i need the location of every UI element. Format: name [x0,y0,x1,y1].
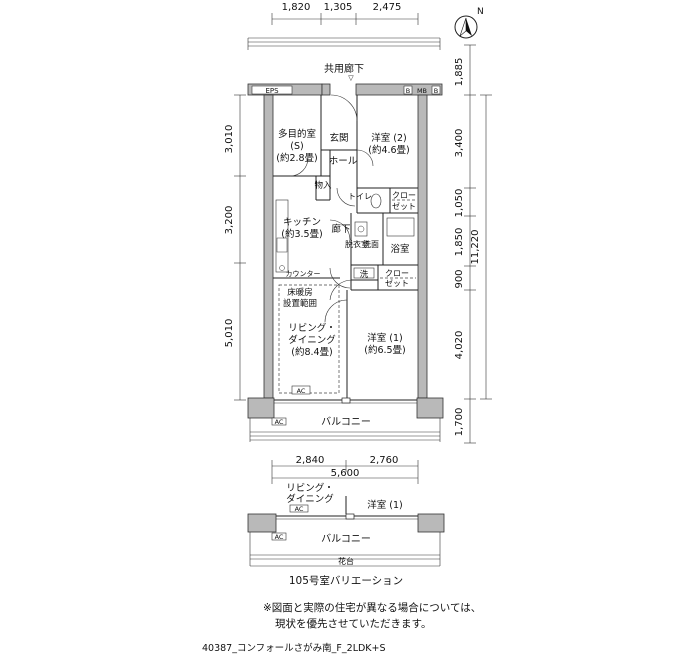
right-dimension-lines [464,44,492,444]
living-dining-label-1: リビング・ [288,322,336,334]
western-room-1-label: 洋室 (1) [367,332,402,344]
bathroom-label: 浴室 [390,243,409,255]
multipurpose-room-size: (約2.8畳) [276,152,318,164]
toilet-label: トイレ [348,192,372,201]
variation-living-label-1: リビング・ [286,482,334,494]
property-code: 40387_コンフォールさがみ南_F_2LDK+S [202,643,386,654]
closet-a-label-1: クロー [392,191,416,200]
balcony-area [249,417,441,442]
dim-right-3: 1,050 [454,189,465,218]
floor-heating-label-1: 床暖房 [287,287,313,298]
western-room-2-label: 洋室 (2) [371,132,406,144]
genkan-label: 玄関 [329,132,348,144]
eps-label: EPS [265,87,279,95]
door-swings [289,94,374,323]
closet-b-label-1: クロー [385,269,409,278]
north-compass-icon [454,15,478,39]
living-dining-size: (約8.4畳) [291,346,333,358]
washer-label: 洗 [360,269,369,280]
eps-box [251,85,293,95]
ac-label-main: AC [297,387,306,395]
variation-living-label-2: ダイニング [286,493,334,505]
storage-label: 物入 [314,180,332,191]
dim-right-4: 1,850 [454,228,465,257]
corridor-railing [247,37,441,50]
compass-north-label: N [477,7,484,17]
hallway-label: 廊下 [331,223,350,235]
multipurpose-room-label: 多目的室 [278,128,316,140]
common-corridor-label: 共用廊下 [324,62,364,75]
dim-top-3: 2,475 [373,2,402,13]
dim-right-total: 11,220 [470,230,481,265]
left-dimension-line [234,94,246,401]
kitchen-label: キッチン [283,217,321,228]
b-box-1 [403,85,413,95]
hall-label: ホール [329,156,358,167]
kitchen-size: (約3.5畳) [281,228,323,240]
washroom-label: 洗面 [363,239,379,249]
western-room-2-size: (約4.6畳) [368,144,410,156]
counter-label: カウンター [286,269,321,278]
disclaimer-line-2: 現状を優先させていただきます。 [275,618,432,630]
dressing-room-label: 脱衣室 [345,239,369,249]
variation-ac-outdoor-label: AC [275,533,284,541]
multipurpose-room-s: (S) [290,141,303,152]
ac-outdoor-label: AC [275,418,284,426]
dim-right-1: 1,885 [454,58,465,87]
dim-left-3: 5,010 [224,319,235,348]
variation-plan [247,496,445,567]
variation-balcony-label: バルコニー [321,533,371,545]
ac-unit-main [291,385,311,395]
mb-label: MB [417,87,427,95]
interior-walls [273,95,418,398]
b-label-1: B [406,87,410,95]
living-dining-label-2: ダイニング [288,334,336,346]
dim-right-2: 3,400 [454,129,465,158]
variation-planter-label: 花台 [338,556,354,566]
dim-right-7: 1,700 [454,408,465,437]
balcony-label: バルコニー [321,416,371,428]
bottom-dimension-line [271,460,419,484]
closet-a-label-2: ゼット [392,201,416,211]
closet-b-label-2: ゼット [385,278,409,288]
dim-top-1: 1,820 [282,2,311,13]
balcony-sash [274,397,417,404]
dim-bottom-2: 2,760 [370,455,399,466]
fixtures [275,193,416,279]
b-box-2 [431,85,441,95]
dim-right-5: 900 [454,269,465,288]
dim-bottom-total: 5,600 [331,468,360,479]
dim-right-6: 4,020 [454,331,465,360]
dim-bottom-1: 2,840 [296,455,325,466]
variation-ac-label: AC [295,505,304,513]
entrance-arrow-icon: ▽ [348,74,354,82]
floor-heating-label-2: 設置範囲 [283,298,317,309]
variation-title: 105号室バリエーション [289,574,403,587]
dim-left-1: 3,010 [224,125,235,154]
b-label-2: B [434,87,438,95]
top-dimension-line [271,13,419,25]
dim-left-2: 3,200 [224,206,235,235]
disclaimer-line-1: ※図面と実際の住宅が異なる場合については、 [263,602,482,614]
dim-top-2: 1,305 [324,2,353,13]
western-room-1-size: (約6.5畳) [364,344,406,356]
variation-western-1-label: 洋室 (1) [367,499,402,511]
